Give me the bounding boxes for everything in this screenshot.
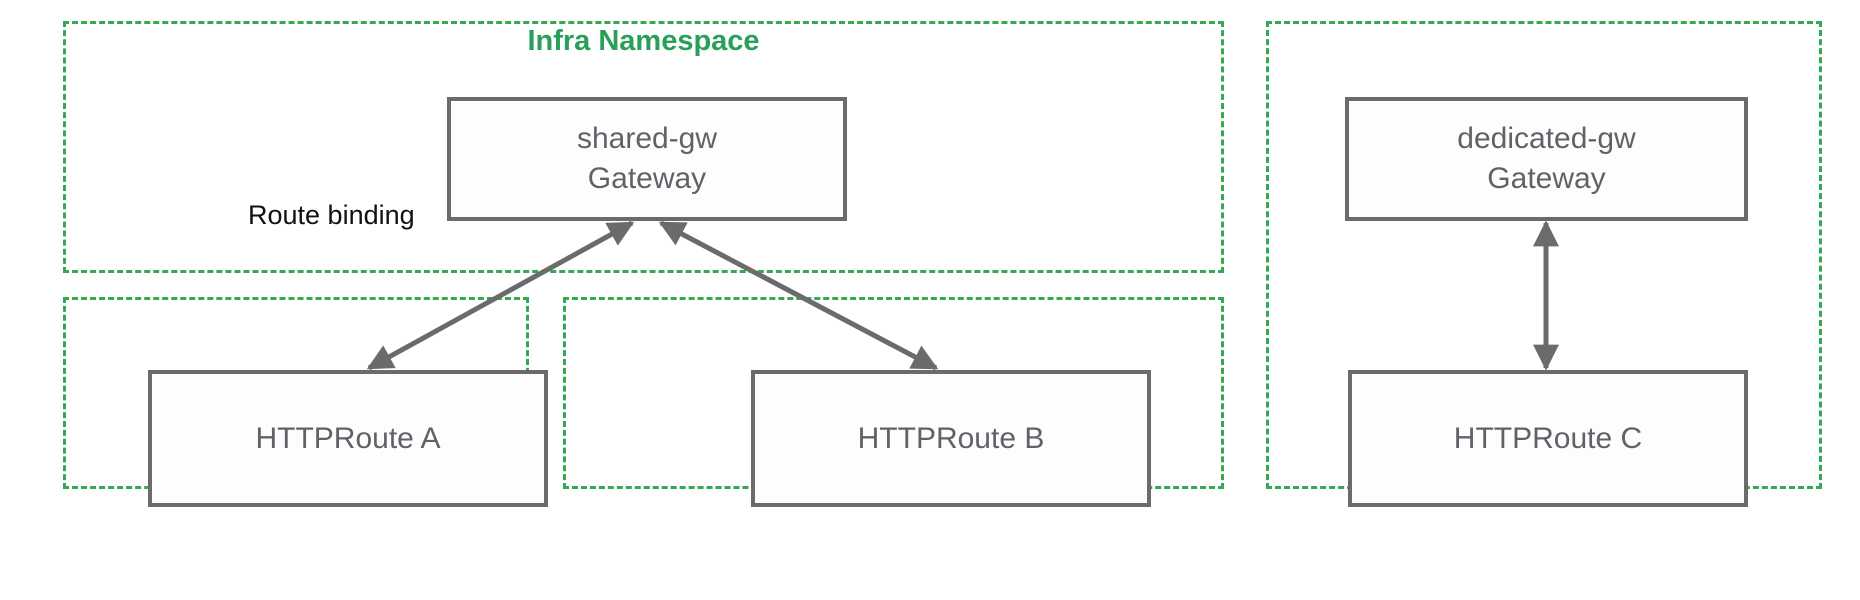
node-shared-gw-gateway[interactable]: shared-gw Gateway <box>447 97 847 221</box>
namespace-label-infra: Infra Namespace <box>527 25 760 57</box>
node-httproute-a[interactable]: HTTPRoute A <box>148 370 548 507</box>
node-httproute-c[interactable]: HTTPRoute C <box>1348 370 1748 507</box>
node-httproute-b-label: HTTPRoute B <box>857 421 1045 455</box>
node-httproute-b[interactable]: HTTPRoute B <box>751 370 1151 507</box>
node-httproute-c-label: HTTPRoute C <box>1453 421 1643 455</box>
node-dedicated-gw-gateway[interactable]: dedicated-gw Gateway <box>1345 97 1748 221</box>
node-shared-gw-gateway-label: shared-gw Gateway <box>576 122 718 195</box>
namespace-container-infra <box>63 21 1224 273</box>
node-httproute-a-label: HTTPRoute A <box>255 421 441 455</box>
node-dedicated-gw-gateway-label: dedicated-gw Gateway <box>1457 122 1636 195</box>
edge-label-route-binding: Route binding <box>248 200 415 230</box>
